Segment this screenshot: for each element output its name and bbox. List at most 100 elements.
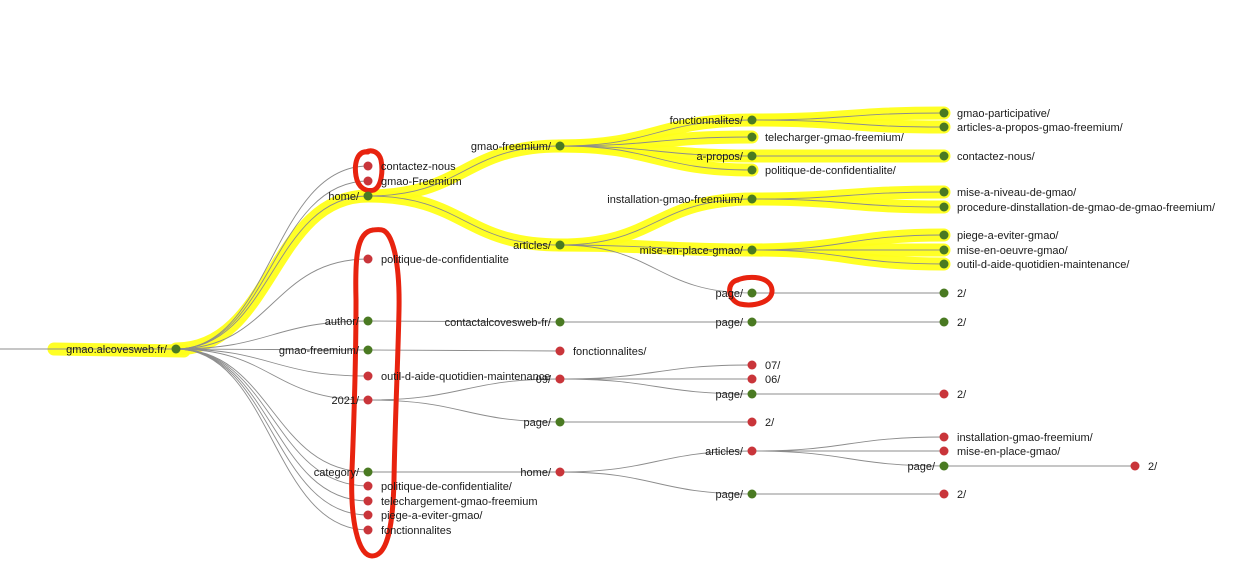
tree-node-contactez[interactable]: contactez-nous [363, 161, 457, 173]
tree-node-ch_articles[interactable]: articles/ [705, 446, 757, 458]
node-dot[interactable] [747, 417, 757, 427]
tree-node-fonct2[interactable]: fonctionnalites/ [555, 346, 648, 358]
tree-node-category[interactable]: category/ [314, 467, 373, 479]
node-dot[interactable] [363, 161, 373, 171]
tree-node-telech[interactable]: telechargement-gmao-freemium [363, 496, 538, 508]
node-dot[interactable] [939, 230, 949, 240]
tree-node-y2021[interactable]: 2021/ [331, 395, 373, 407]
node-dot[interactable] [363, 316, 373, 326]
tree-node-gmaofreemium2[interactable]: gmao-freemium/ [279, 345, 373, 357]
node-dot[interactable] [747, 489, 757, 499]
tree-node-cha_install[interactable]: installation-gmao-freemium/ [939, 432, 1094, 444]
node-dot[interactable] [555, 141, 565, 151]
node-dot[interactable] [555, 317, 565, 327]
node-dot[interactable] [555, 240, 565, 250]
node-dot[interactable] [363, 481, 373, 491]
node-dot[interactable] [747, 165, 757, 175]
node-dot[interactable] [555, 417, 565, 427]
tree-node-chome[interactable]: home/ [520, 467, 565, 479]
node-dot[interactable] [555, 346, 565, 356]
node-dot[interactable] [363, 345, 373, 355]
node-dot[interactable] [939, 317, 949, 327]
node-dot[interactable] [939, 202, 949, 212]
node-dot[interactable] [747, 389, 757, 399]
tree-node-d06[interactable]: 06/ [747, 374, 782, 386]
tree-node-yp_2[interactable]: 2/ [747, 417, 776, 429]
tree-node-m09p_2[interactable]: 2/ [939, 389, 968, 401]
node-dot[interactable] [363, 176, 373, 186]
node-dot[interactable] [939, 432, 949, 442]
node-dot[interactable] [363, 510, 373, 520]
tree-node-hgf_pdc[interactable]: politique-de-confidentialite/ [747, 165, 897, 177]
tree-node-hgf_fonct[interactable]: fonctionnalites/ [670, 115, 757, 127]
node-dot[interactable] [747, 151, 757, 161]
node-dot[interactable] [939, 108, 949, 118]
tree-node-piege1[interactable]: piege-a-eviter-gmao/ [363, 510, 484, 522]
tree-node-outil1[interactable]: outil-d-aide-quotidien-maintenance [363, 371, 551, 383]
node-dot[interactable] [939, 489, 949, 499]
tree-node-chap_2[interactable]: 2/ [1130, 461, 1159, 473]
node-dot[interactable] [555, 467, 565, 477]
tree-node-hgf_tele[interactable]: telecharger-gmao-freemium/ [747, 132, 905, 144]
tree-node-cha_mise[interactable]: mise-en-place-gmao/ [939, 446, 1062, 458]
tree-node-fonct1[interactable]: fonctionnalites [363, 525, 452, 537]
node-dot[interactable] [747, 360, 757, 370]
tree-node-ha_page[interactable]: page/ [715, 288, 757, 300]
tree-node-i_niveau[interactable]: mise-a-niveau-de-gmao/ [939, 187, 1078, 199]
tree-node-home[interactable]: home/ [328, 191, 373, 203]
node-dot[interactable] [747, 115, 757, 125]
tree-node-hap_2[interactable]: 2/ [939, 288, 968, 300]
node-dot[interactable] [939, 122, 949, 132]
tree-node-m09[interactable]: 09/ [536, 374, 565, 386]
node-dot[interactable] [363, 371, 373, 381]
node-dot[interactable] [747, 132, 757, 142]
node-dot[interactable] [363, 191, 373, 201]
tree-node-pdc2[interactable]: politique-de-confidentialite/ [363, 481, 513, 493]
tree-node-ch_page[interactable]: page/ [715, 489, 757, 501]
node-dot[interactable] [939, 151, 949, 161]
node-dot[interactable] [555, 374, 565, 384]
tree-node-harticles[interactable]: articles/ [513, 240, 565, 252]
tree-node-hgf_apropos[interactable]: a-propos/ [697, 151, 757, 163]
node-dot[interactable] [171, 344, 181, 354]
tree-node-f_part[interactable]: gmao-participative/ [939, 108, 1051, 120]
node-dot[interactable] [363, 525, 373, 535]
tree-node-ha_install[interactable]: installation-gmao-freemium/ [607, 194, 757, 206]
tree-node-f_art[interactable]: articles-a-propos-gmao-freemium/ [939, 122, 1124, 134]
node-dot[interactable] [747, 288, 757, 298]
node-dot[interactable] [939, 288, 949, 298]
tree-node-contactal[interactable]: contactalcovesweb-fr/ [445, 317, 565, 329]
node-dot[interactable] [939, 461, 949, 471]
node-dot[interactable] [747, 446, 757, 456]
tree-node-pdc1[interactable]: politique-de-confidentialite [363, 254, 509, 266]
node-dot[interactable] [363, 496, 373, 506]
tree-node-ca_page[interactable]: page/ [715, 317, 757, 329]
tree-node-gmaofree1[interactable]: gmao-Freemium [363, 176, 462, 188]
tree-node-author[interactable]: author/ [325, 316, 373, 328]
tree-node-ap_contact[interactable]: contactez-nous/ [939, 151, 1036, 163]
tree-node-chp_2[interactable]: 2/ [939, 489, 968, 501]
node-dot[interactable] [363, 467, 373, 477]
tree-node-ha_mise[interactable]: mise-en-place-gmao/ [640, 245, 757, 257]
node-dot[interactable] [747, 317, 757, 327]
tree-node-cha_page[interactable]: page/ [907, 461, 949, 473]
node-dot[interactable] [747, 245, 757, 255]
tree-node-d07[interactable]: 07/ [747, 360, 782, 372]
node-dot[interactable] [363, 254, 373, 264]
tree-node-i_proc[interactable]: procedure-dinstallation-de-gmao-de-gmao-… [939, 202, 1216, 214]
node-dot[interactable] [939, 259, 949, 269]
node-dot[interactable] [939, 187, 949, 197]
tree-node-root[interactable]: gmao.alcovesweb.fr/ [66, 344, 181, 356]
node-dot[interactable] [747, 194, 757, 204]
tree-node-m09_page[interactable]: page/ [715, 389, 757, 401]
node-dot[interactable] [1130, 461, 1140, 471]
node-dot[interactable] [939, 389, 949, 399]
node-dot[interactable] [747, 374, 757, 384]
tree-node-m_oeuvre[interactable]: mise-en-oeuvre-gmao/ [939, 245, 1069, 257]
node-dot[interactable] [363, 395, 373, 405]
tree-node-ypage[interactable]: page/ [523, 417, 565, 429]
tree-node-hgf[interactable]: gmao-freemium/ [471, 141, 565, 153]
tree-node-m_piege[interactable]: piege-a-eviter-gmao/ [939, 230, 1060, 242]
tree-node-cap_2[interactable]: 2/ [939, 317, 968, 329]
tree-node-m_outil[interactable]: outil-d-aide-quotidien-maintenance/ [939, 259, 1131, 271]
